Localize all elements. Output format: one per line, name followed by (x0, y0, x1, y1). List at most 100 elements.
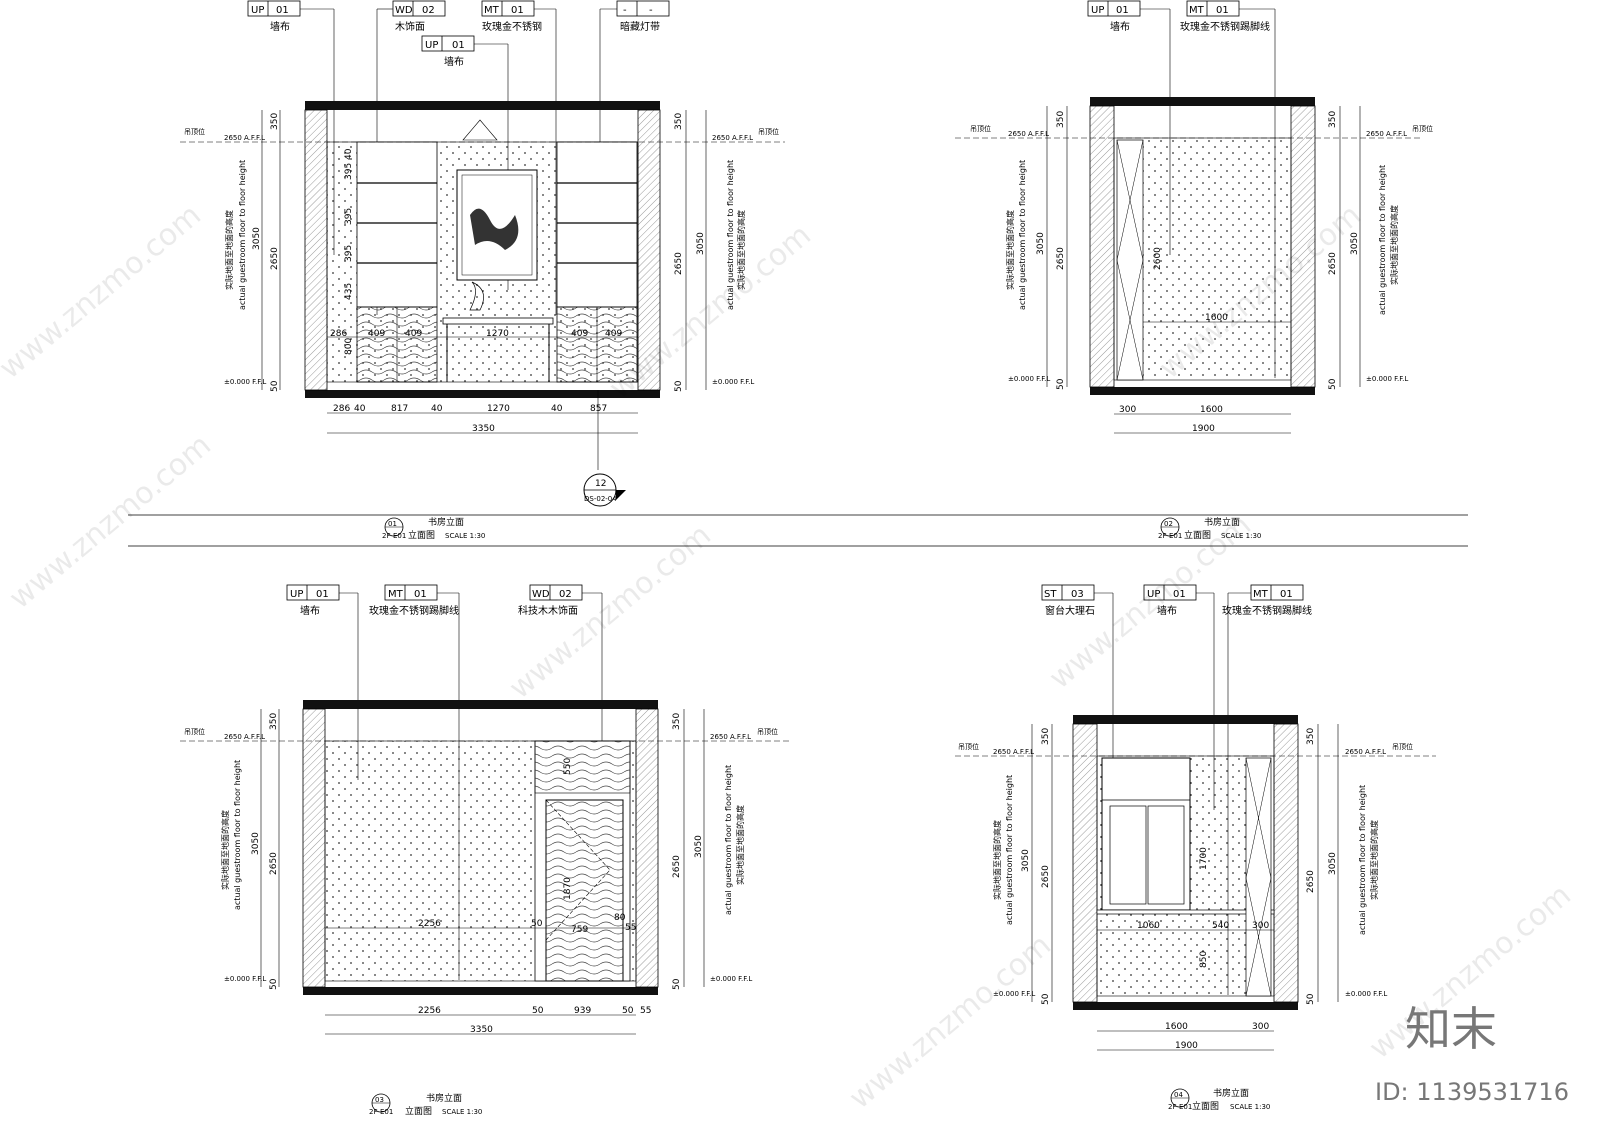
svg-text:www.znzmo.com: www.znzmo.com (3, 428, 218, 617)
svg-text:±0.000 F.F.L: ±0.000 F.F.L (224, 378, 266, 386)
view-title-03: 03 2F-E01 书房立面 立面图 SCALE 1:30 (369, 1092, 482, 1117)
svg-text:吊顶位: 吊顶位 (1412, 124, 1433, 133)
svg-text:书房立面: 书房立面 (1204, 516, 1240, 528)
svg-text:www.znzmo.com: www.znzmo.com (1043, 508, 1258, 697)
svg-text:墙布: 墙布 (444, 55, 464, 68)
svg-text:±0.000 F.F.L: ±0.000 F.F.L (1008, 375, 1050, 383)
svg-text:395: 395 (344, 208, 354, 225)
svg-text:2650 A.F.F.L: 2650 A.F.F.L (1008, 130, 1049, 138)
svg-text:300: 300 (1119, 405, 1136, 415)
svg-text:3050: 3050 (696, 232, 706, 255)
svg-text:3050: 3050 (251, 832, 261, 855)
svg-text:UP: UP (1147, 589, 1160, 600)
svg-text:759: 759 (571, 925, 588, 935)
svg-text:40: 40 (431, 404, 443, 414)
svg-text:03: 03 (375, 1096, 384, 1104)
svg-text:540: 540 (1212, 921, 1229, 931)
svg-text:actual guestroom floor to floo: actual guestroom floor to floor height (724, 765, 733, 915)
elevation-view-01: UP 01 墙布 WD 02 木饰面 MT 01 玫瑰金不锈钢 (180, 0, 785, 541)
svg-text:1600: 1600 (1165, 1022, 1188, 1032)
svg-text:立面图: 立面图 (408, 529, 435, 541)
tag-hidden-light: - - 暗藏灯带 (599, 0, 670, 145)
svg-text:01: 01 (388, 520, 397, 528)
svg-text:03: 03 (1071, 589, 1084, 600)
svg-text:吊顶位: 吊顶位 (757, 727, 778, 736)
svg-text:知末: 知末 (1405, 1002, 1497, 1056)
svg-text:吊顶位: 吊顶位 (184, 127, 205, 136)
svg-text:1060: 1060 (1137, 921, 1160, 931)
tag-wd02-v3: WD 02 科技木木饰面 (518, 584, 603, 760)
svg-text:木饰面: 木饰面 (395, 20, 425, 33)
svg-text:409: 409 (605, 329, 622, 339)
svg-text:2650 A.F.F.L: 2650 A.F.F.L (224, 134, 265, 142)
svg-text:墙布: 墙布 (1110, 20, 1130, 33)
svg-text:2650: 2650 (1328, 252, 1338, 275)
svg-text:±0.000 F.F.L: ±0.000 F.F.L (1366, 375, 1408, 383)
svg-text:实际地面至地面的高度: 实际地面至地面的高度 (736, 210, 746, 290)
svg-text:12: 12 (595, 479, 606, 489)
svg-text:55: 55 (625, 923, 636, 933)
svg-text:actual guestroom floor to floo: actual guestroom floor to floor height (1358, 785, 1367, 935)
svg-text:墙布: 墙布 (270, 20, 290, 33)
tag-st03: ST 03 窗台大理石 (1041, 584, 1114, 912)
svg-text:3050: 3050 (252, 227, 262, 250)
svg-text:2650 A.F.F.L: 2650 A.F.F.L (993, 748, 1034, 756)
svg-text:550: 550 (563, 758, 573, 775)
svg-text:01: 01 (452, 40, 465, 51)
svg-text:350: 350 (672, 713, 682, 730)
elevation-view-02: UP 01 墙布 MT 01 玫瑰金不锈钢踢脚线 1600 2600 (955, 0, 1433, 541)
svg-text:实际地面至地面的高度: 实际地面至地面的高度 (735, 805, 745, 885)
svg-text:04: 04 (1174, 1091, 1183, 1099)
elevation-view-03: UP 01 墙布 MT 01 玫瑰金不锈钢踢脚线 WD 02 科技木木饰面 (180, 584, 790, 1117)
svg-text:actual guestroom floor to floo: actual guestroom floor to floor height (1018, 160, 1027, 310)
svg-text:±0.000 F.F.L: ±0.000 F.F.L (710, 975, 752, 983)
svg-text:50: 50 (1056, 378, 1066, 390)
svg-text:02: 02 (422, 5, 435, 16)
svg-text:www.znzmo.com: www.znzmo.com (0, 198, 208, 387)
svg-text:书房立面: 书房立面 (1213, 1087, 1249, 1099)
svg-text:02: 02 (559, 589, 572, 600)
svg-text:40: 40 (344, 148, 354, 160)
svg-text:350: 350 (674, 113, 684, 130)
svg-text:800: 800 (344, 338, 354, 355)
svg-text:actual guestroom floor to floo: actual guestroom floor to floor height (726, 160, 735, 310)
svg-text:409: 409 (571, 329, 588, 339)
tag-up01: UP 01 墙布 (247, 0, 335, 255)
svg-text:2650 A.F.F.L: 2650 A.F.F.L (712, 134, 753, 142)
svg-text:02: 02 (1164, 520, 1173, 528)
svg-text:UP: UP (1091, 5, 1104, 16)
svg-text:40: 40 (551, 404, 563, 414)
svg-text:2650: 2650 (1056, 247, 1066, 270)
svg-text:立面图: 立面图 (405, 1105, 432, 1117)
svg-text:UP: UP (425, 40, 438, 51)
svg-text:01: 01 (1116, 5, 1129, 16)
svg-text:50: 50 (270, 380, 280, 392)
svg-text:1600: 1600 (1200, 405, 1223, 415)
svg-text:吊顶位: 吊顶位 (1392, 742, 1413, 751)
svg-text:1600: 1600 (1205, 313, 1228, 323)
svg-text:吊顶位: 吊顶位 (758, 127, 779, 136)
svg-text:1700: 1700 (1199, 847, 1209, 870)
svg-text:MT: MT (1189, 5, 1205, 16)
svg-text:2650: 2650 (1306, 870, 1316, 893)
svg-text:玫瑰金不锈钢踢脚线: 玫瑰金不锈钢踢脚线 (369, 604, 459, 617)
svg-text:实际地面至地面的高度: 实际地面至地面的高度 (1389, 205, 1399, 285)
svg-text:立面图: 立面图 (1192, 1100, 1219, 1112)
svg-text:3350: 3350 (470, 1025, 493, 1035)
svg-text:50: 50 (1041, 993, 1051, 1005)
svg-text:350: 350 (1328, 111, 1338, 128)
svg-text:ST: ST (1044, 589, 1057, 600)
svg-text:2650: 2650 (672, 855, 682, 878)
svg-text:2650 A.F.F.L: 2650 A.F.F.L (1366, 130, 1407, 138)
elevation-view-04: ST 03 窗台大理石 UP 01 墙布 MT 01 玫瑰金不锈钢踢脚线 (955, 584, 1436, 1112)
svg-text:2F-E01: 2F-E01 (1158, 532, 1182, 540)
svg-text:286: 286 (333, 404, 350, 414)
svg-text:UP: UP (251, 5, 264, 16)
view-title-02: 02 2F-E01 书房立面 立面图 SCALE 1:30 (1158, 516, 1261, 541)
svg-text:50: 50 (674, 380, 684, 392)
svg-text:3050: 3050 (1021, 849, 1031, 872)
svg-text:1270: 1270 (486, 329, 509, 339)
svg-text:1270: 1270 (487, 404, 510, 414)
svg-text:3050: 3050 (1350, 232, 1360, 255)
